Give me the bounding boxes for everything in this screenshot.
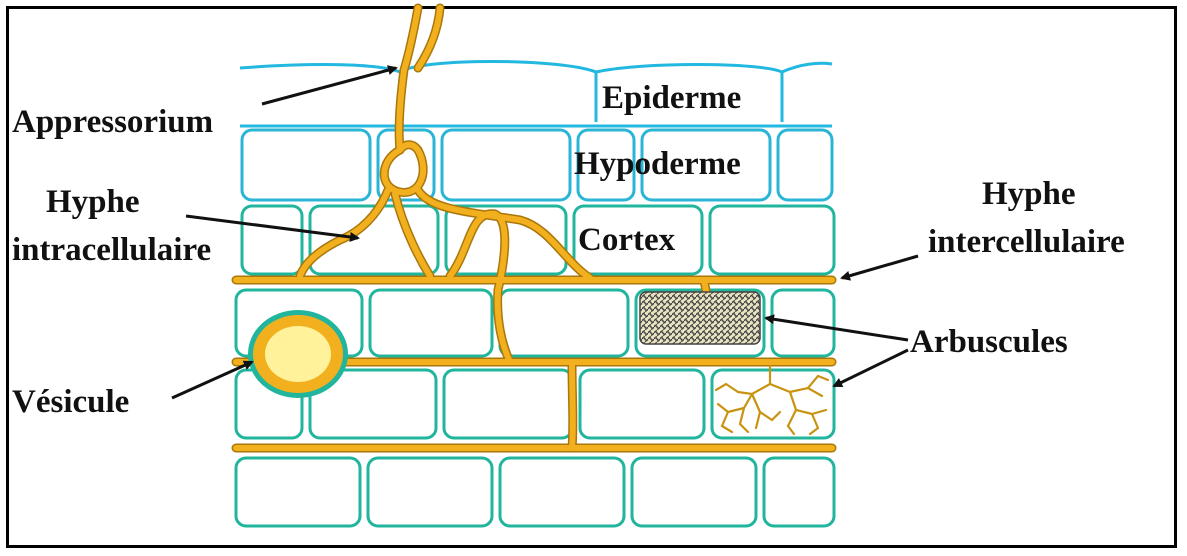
label-cortex: Cortex (578, 222, 676, 258)
arrow-hyphe-inter (842, 256, 918, 278)
label-hyphe-inter-line1: Hyphe (982, 176, 1076, 212)
label-arbuscules: Arbuscules (910, 324, 1068, 360)
arrow-appressorium (262, 68, 396, 104)
arrow-vesicule (172, 362, 252, 398)
label-hypoderme: Hypoderme (574, 146, 741, 182)
arrow-arbuscules-dense (766, 318, 908, 340)
label-vesicule: Vésicule (12, 384, 129, 420)
label-hyphe-inter-line2: intercellulaire (928, 224, 1125, 260)
label-hyphe-intra-line1: Hyphe (46, 184, 140, 220)
vesicle (248, 310, 348, 398)
arbuscule-sparse (716, 366, 828, 434)
epidermis-layer (240, 62, 832, 127)
hypoderm-layer (242, 130, 832, 200)
arrow-hyphe-intra (186, 216, 358, 238)
label-hyphe-intra-line2: intracellulaire (12, 232, 211, 268)
arbuscule-dense (640, 292, 760, 344)
label-appressorium: Appressorium (12, 104, 213, 140)
arrow-arbuscules-sparse (834, 350, 908, 386)
label-epiderme: Epiderme (602, 80, 741, 116)
